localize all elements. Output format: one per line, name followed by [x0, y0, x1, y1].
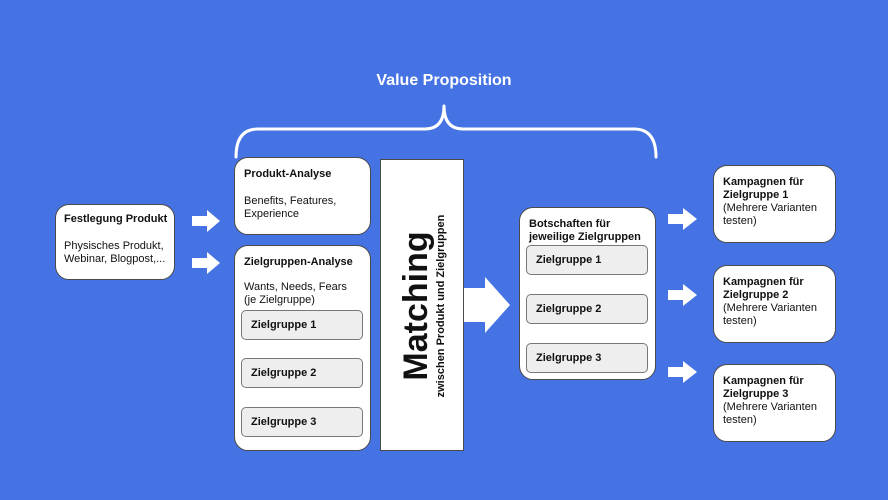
arrow-to-kampagne-3 [668, 361, 697, 383]
zielgruppen-analyse-group-1: Zielgruppe 1 [241, 310, 363, 340]
kampagne-3-title: Kampagnen für Zielgruppe 3 [723, 375, 804, 400]
value-proposition-brace [234, 104, 658, 159]
matching-label-group: Matching zwischen Produkt und Zielgruppe… [397, 161, 448, 451]
produkt-analyse-title: Produkt-Analyse [244, 168, 332, 180]
kampagne-1-title: Kampagnen für Zielgruppe 1 [723, 176, 804, 201]
botschaften-group-2: Zielgruppe 2 [526, 294, 648, 324]
kampagne-2-title: Kampagnen für Zielgruppe 2 [723, 276, 804, 301]
zielgruppen-analyse-text: Wants, Needs, Fears (je Zielgruppe) [244, 281, 347, 306]
matching-title: Matching [397, 231, 435, 381]
botschaften-group-1: Zielgruppe 1 [526, 245, 648, 275]
festlegung-produkt-box: Festlegung Produkt Physisches Produkt, W… [55, 204, 175, 280]
matching-subtitle: zwischen Produkt und Zielgruppen [435, 214, 447, 398]
botschaften-group-3: Zielgruppe 3 [526, 343, 648, 373]
arrow-to-produkt-analyse [192, 210, 220, 232]
arrow-to-zielgruppen-analyse [192, 252, 220, 274]
kampagne-1-text: (Mehrere Varianten testen) [723, 202, 817, 227]
kampagne-3-text: (Mehrere Varianten testen) [723, 401, 817, 426]
kampagne-box-3: Kampagnen für Zielgruppe 3 (Mehrere Vari… [713, 364, 836, 442]
produkt-analyse-text: Benefits, Features, Experience [244, 195, 337, 220]
zielgruppen-analyse-group-3: Zielgruppe 3 [241, 407, 363, 437]
zielgruppen-analyse-title: Zielgruppen-Analyse [244, 256, 353, 268]
arrow-to-kampagne-2 [668, 284, 697, 306]
festlegung-produkt-title: Festlegung Produkt [64, 213, 168, 225]
produkt-analyse-box: Produkt-Analyse Benefits, Features, Expe… [234, 157, 371, 235]
festlegung-produkt-text: Physisches Produkt, Webinar, Blogpost,..… [64, 240, 166, 265]
arrow-to-botschaften [463, 277, 510, 333]
botschaften-title: Botschaften für jeweilige Zielgruppen [529, 218, 641, 243]
kampagne-2-text: (Mehrere Varianten testen) [723, 302, 817, 327]
arrow-to-kampagne-1 [668, 208, 697, 230]
kampagne-box-1: Kampagnen für Zielgruppe 1 (Mehrere Vari… [713, 165, 836, 243]
matching-panel: Matching zwischen Produkt und Zielgruppe… [380, 159, 464, 451]
value-proposition-title: Value Proposition [376, 72, 512, 89]
kampagne-box-2: Kampagnen für Zielgruppe 2 (Mehrere Vari… [713, 265, 836, 343]
zielgruppen-analyse-group-2: Zielgruppe 2 [241, 358, 363, 388]
